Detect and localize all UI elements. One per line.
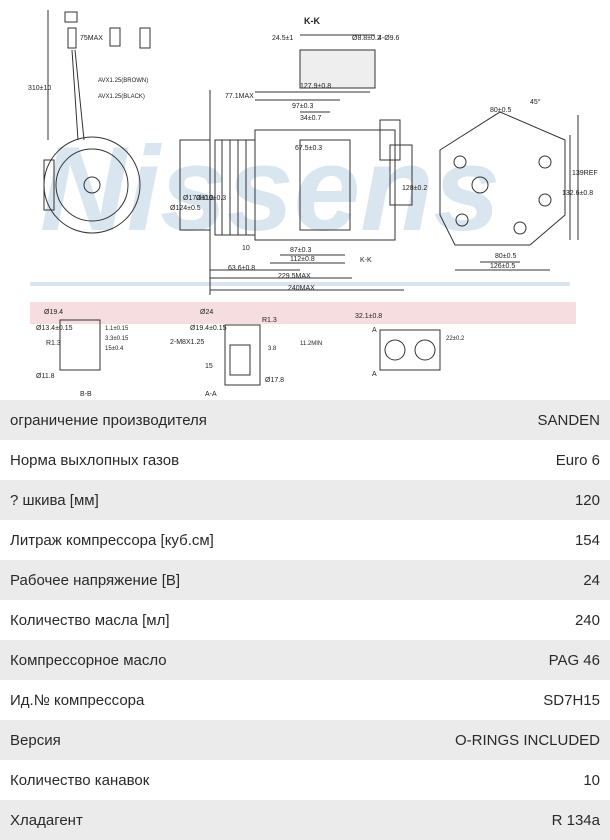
spec-value: 10 — [583, 771, 600, 789]
c-dim-22: 22±0.2 — [446, 336, 465, 342]
spec-value: 120 — [574, 491, 600, 509]
dim-110: Ø110±0.3 — [196, 195, 226, 202]
a-dim-m8: 2-M8X1.25 — [170, 339, 204, 346]
compressor-drawing: Nissens — [28, 10, 598, 398]
dim-245: 24.5±1 — [272, 35, 293, 42]
spec-row-oil-amount: Количество масла [мл] 240 — [0, 600, 610, 640]
highlight-band — [30, 302, 576, 324]
b-dim-v3: 15±0.4 — [105, 346, 124, 352]
dim-49: 4-Ø9.6 — [378, 35, 400, 42]
b-dim-v2: 3.3±0.15 — [105, 336, 129, 342]
spec-label: Норма выхлопных газов — [10, 451, 180, 469]
spec-label: Компрессорное масло — [10, 651, 167, 669]
spec-row-pulley: ? шкива [мм] 120 — [0, 480, 610, 520]
spec-value: R 134a — [551, 811, 600, 829]
spec-value: 154 — [574, 531, 600, 549]
spec-label: ограничение производителя — [10, 411, 207, 429]
spec-row-grooves: Количество канавок 10 — [0, 760, 610, 800]
section-bb: B-B — [80, 391, 92, 398]
spec-row-voltage: Рабочее напряжение [В] 24 — [0, 560, 610, 600]
dim-34: 34±0.7 — [300, 115, 321, 122]
spec-value: Euro 6 — [555, 451, 600, 469]
technical-drawing: Nissens — [0, 0, 610, 400]
spec-value: SANDEN — [537, 411, 600, 429]
spec-table: ограничение производителя SANDEN Норма в… — [0, 400, 610, 840]
spec-value: 240 — [574, 611, 600, 629]
spec-row-displacement: Литраж компрессора [куб.см] 154 — [0, 520, 610, 560]
spec-value: PAG 46 — [548, 651, 600, 669]
spec-row-version: Версия O-RINGS INCLUDED — [0, 720, 610, 760]
spec-row-oil-type: Компрессорное масло PAG 46 — [0, 640, 610, 680]
spec-label: Количество масла [мл] — [10, 611, 170, 629]
a-dim-24: Ø24 — [200, 309, 213, 316]
wire-brown: AVX1.25(BROWN) — [98, 78, 148, 84]
a-dim-15: 15 — [205, 363, 213, 370]
dim-240: 240MAX — [288, 285, 315, 292]
watermark: Nissens — [40, 122, 500, 256]
dim-636: 63.6±0.8 — [228, 265, 255, 272]
spec-value: SD7H15 — [543, 691, 600, 709]
dim-77: 77.1MAX — [225, 93, 254, 100]
spec-label: Литраж компрессора [куб.см] — [10, 531, 214, 549]
dim-128: 128±0.2 — [402, 185, 427, 192]
c-label-a2: A — [372, 371, 377, 378]
dim-124: Ø124±0.5 — [170, 205, 201, 212]
b-dim-r13: R1.3 — [46, 340, 61, 347]
a-dim-194: Ø19.4±0.15 — [190, 325, 227, 332]
a-dim-r13: R1.3 — [262, 317, 277, 324]
dim-170: Ø170±0.3 — [183, 195, 214, 202]
dim-75max: 75MAX — [80, 35, 103, 42]
kk-label: K-K — [304, 16, 320, 26]
dim-10: 10 — [242, 245, 250, 252]
kk-label-2: K-K — [360, 257, 372, 264]
dim-310: 310±10 — [28, 85, 51, 92]
dim-1326: 132.6±0.8 — [562, 190, 593, 197]
spec-label: Рабочее напряжение [В] — [10, 571, 181, 589]
dim-139: 139REF — [572, 170, 598, 177]
section-aa: A-A — [205, 391, 217, 398]
wire-black: AVX1.25(BLACK) — [98, 94, 145, 100]
a-dim-178: Ø17.8 — [265, 377, 284, 384]
a-dim-112: 11.2MIN — [300, 341, 322, 347]
a-dim-38: 3.8 — [268, 346, 277, 352]
dim-2295: 229.5MAX — [278, 273, 311, 280]
c-label-a1: A — [372, 327, 377, 334]
spec-label: Версия — [10, 731, 61, 749]
dim-112: 112±0.8 — [290, 256, 315, 263]
c-dim-321: 32.1±0.8 — [355, 313, 382, 320]
spec-label: Хладагент — [10, 811, 83, 829]
spec-row-refrigerant: Хладагент R 134a — [0, 800, 610, 840]
spec-label: Ид.№ компрессора — [10, 691, 145, 709]
b-dim-v1: 1.1±0.15 — [105, 326, 129, 332]
watermark-underline — [30, 282, 570, 286]
spec-row-manufacturer: ограничение производителя SANDEN — [0, 400, 610, 440]
dim-80-bot: 80±0.5 — [495, 253, 516, 260]
dim-80-top: 80±0.5 — [490, 107, 511, 114]
spec-value: 24 — [583, 571, 600, 589]
dim-126: 126±0.5 — [490, 263, 515, 270]
dim-45: 45° — [530, 98, 541, 106]
dim-88: Ø8.8±0.2 — [352, 35, 381, 42]
b-dim-134: Ø13.4±0.15 — [36, 325, 73, 332]
dim-87: 87±0.3 — [290, 247, 311, 254]
dim-1279: 127.9±0.8 — [300, 83, 331, 90]
spec-row-emission: Норма выхлопных газов Euro 6 — [0, 440, 610, 480]
spec-label: Количество канавок — [10, 771, 150, 789]
b-dim-194: Ø19.4 — [44, 309, 63, 316]
spec-label: ? шкива [мм] — [10, 491, 99, 509]
dim-97: 97±0.3 — [292, 103, 313, 110]
spec-row-compressor-id: Ид.№ компрессора SD7H15 — [0, 680, 610, 720]
spec-value: O-RINGS INCLUDED — [454, 731, 600, 749]
b-dim-118: Ø11.8 — [36, 373, 55, 380]
dim-67: 67.5±0.3 — [295, 145, 322, 152]
